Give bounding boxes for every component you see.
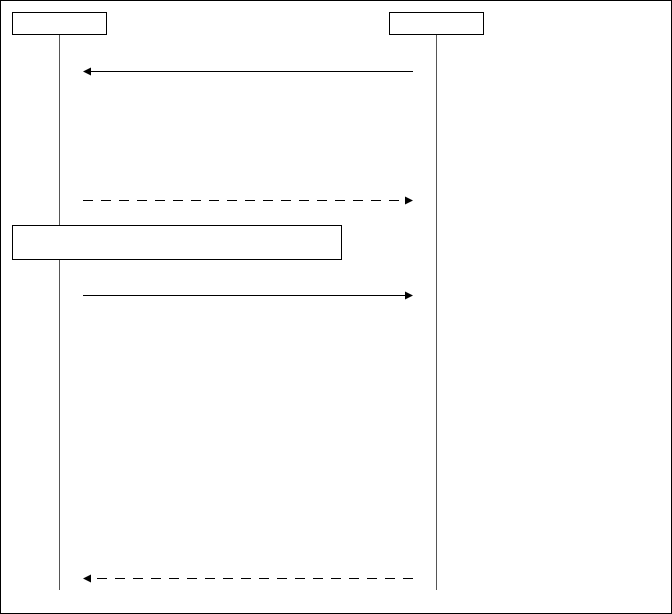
- participant-right: [389, 12, 484, 35]
- participant-left: [12, 12, 107, 35]
- participant-left-box: [12, 12, 107, 35]
- note-box: [12, 225, 342, 260]
- participant-right-box: [389, 12, 484, 35]
- note: [12, 225, 342, 260]
